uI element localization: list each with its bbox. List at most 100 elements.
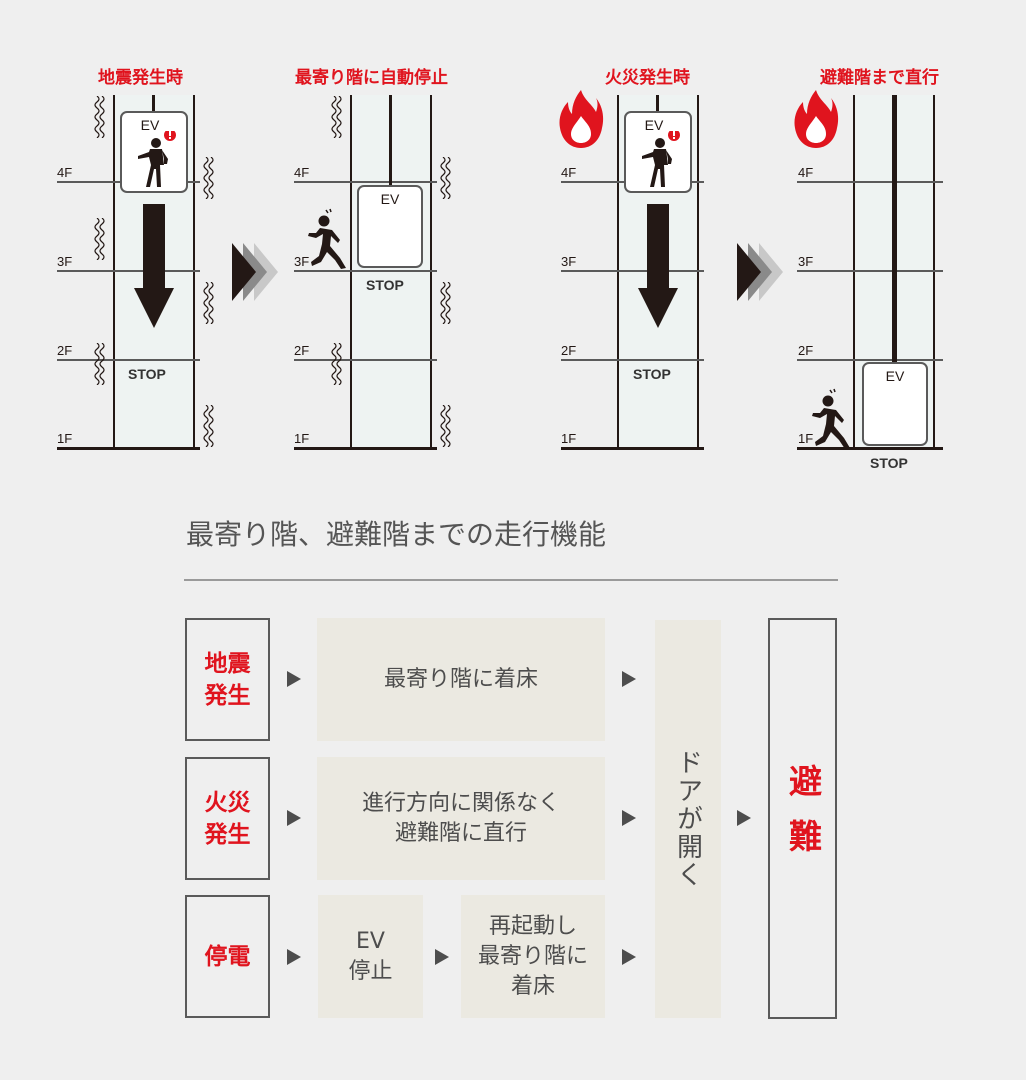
- running-person-icon: [308, 208, 346, 269]
- quake-wave-icon: [440, 282, 451, 324]
- floor-line-3f: [57, 270, 200, 272]
- floor-label-1f: 1F: [294, 431, 310, 446]
- standing-person-icon: [138, 131, 176, 187]
- elevator-car: EV: [120, 111, 188, 193]
- step-text: 進行方向に関係なく: [361, 790, 560, 816]
- cause-text: 火災: [204, 789, 251, 816]
- step-text: 着床: [510, 973, 555, 999]
- floor-line-1f: [294, 447, 437, 450]
- step-restart-land-nearest: 再起動し最寄り階に着床: [461, 895, 605, 1018]
- cause-text: 発生: [204, 821, 251, 848]
- car-label: EV: [380, 191, 400, 207]
- elevator-car: EV: [624, 111, 692, 193]
- panel-title: 地震発生時: [98, 68, 183, 88]
- step-direct-to-evac-floor: 進行方向に関係なく避難階に直行: [317, 757, 605, 880]
- floor-line-1f: [561, 447, 704, 450]
- flow-arrow-icon: [622, 671, 636, 687]
- floor-line-1f: [797, 447, 943, 450]
- car-label: EV: [644, 117, 664, 133]
- quake-wave-icon: [331, 96, 342, 138]
- quake-wave-icon: [440, 157, 451, 199]
- flow-arrow-icon: [737, 810, 751, 826]
- result-evacuate: 避難: [768, 618, 837, 1019]
- car-label: EV: [140, 117, 160, 133]
- floor-label-4f: 4F: [798, 165, 814, 180]
- stop-label: STOP: [128, 366, 166, 382]
- floor-line-2f: [57, 359, 200, 361]
- quake-wave-icon: [331, 343, 342, 385]
- flow-arrow-icon: [622, 949, 636, 965]
- cause-text: 発生: [204, 682, 251, 709]
- floor-label-2f: 2F: [798, 343, 814, 358]
- section-title: 最寄り階、避難階までの走行機能: [186, 518, 607, 551]
- floor-line-4f: [294, 181, 437, 183]
- flow-arrow-icon: [287, 949, 301, 965]
- quake-wave-icon: [203, 157, 214, 199]
- floor-label-1f: 1F: [561, 431, 577, 446]
- elevator-cable: [656, 95, 659, 112]
- cause-earthquake: 地震発生: [185, 618, 270, 741]
- cause-fire: 火災発生: [185, 757, 270, 880]
- step-text: 再起動し: [488, 913, 577, 939]
- running-person-icon: [812, 388, 850, 449]
- flow-arrow-icon: [435, 949, 449, 965]
- floor-line-2f: [561, 359, 704, 361]
- floor-line-3f: [294, 270, 437, 272]
- floor-label-3f: 3F: [798, 254, 814, 269]
- step-text: 最寄り階に着床: [383, 666, 538, 692]
- floor-line-2f: [797, 359, 943, 361]
- panel-title: 火災発生時: [605, 68, 690, 88]
- floor-label-4f: 4F: [294, 165, 310, 180]
- elevator-cable: [152, 95, 155, 112]
- standing-person-icon: [642, 131, 680, 187]
- section-divider: [184, 579, 838, 581]
- stop-label: STOP: [870, 455, 908, 471]
- step-text: 最寄り階に: [477, 943, 588, 969]
- elevator-car: EV: [357, 185, 423, 268]
- floor-label-3f: 3F: [561, 254, 577, 269]
- elevator-cable: [892, 95, 897, 363]
- stop-label: STOP: [633, 366, 671, 382]
- quake-wave-icon: [203, 282, 214, 324]
- flow-arrow-icon: [622, 810, 636, 826]
- step-door-opens: ドアが開く: [655, 620, 721, 1018]
- panel-title: 最寄り階に自動停止: [295, 68, 448, 88]
- floor-label-2f: 2F: [294, 343, 310, 358]
- step-land-nearest-floor: 最寄り階に着床: [317, 618, 605, 741]
- step-text: EV: [356, 928, 385, 954]
- floor-label-4f: 4F: [561, 165, 577, 180]
- next-step-chevron-icon: [737, 243, 783, 301]
- quake-wave-icon: [94, 96, 105, 138]
- step-ev-stop: EV 停止: [318, 895, 423, 1018]
- quake-wave-icon: [94, 343, 105, 385]
- fire-icon: [794, 90, 839, 148]
- floor-line-4f: [797, 181, 943, 183]
- stop-label: STOP: [366, 277, 404, 293]
- flow-arrow-icon: [287, 671, 301, 687]
- floor-label-2f: 2F: [561, 343, 577, 358]
- floor-label-3f: 3F: [57, 254, 73, 269]
- floor-label-1f: 1F: [57, 431, 73, 446]
- quake-wave-icon: [203, 405, 214, 447]
- cause-power-outage: 停電: [185, 895, 270, 1018]
- floor-line-2f: [294, 359, 437, 361]
- fire-icon: [559, 90, 604, 148]
- cause-text: 停電: [204, 943, 251, 970]
- step-text: 避難階に直行: [394, 820, 527, 846]
- elevator-car: EV: [862, 362, 928, 446]
- step-text: 停止: [348, 958, 393, 984]
- step-text: ドアが開く: [672, 749, 703, 889]
- panel-title: 避難階まで直行: [820, 68, 939, 88]
- car-label: EV: [885, 368, 905, 384]
- floor-line-3f: [797, 270, 943, 272]
- floor-label-3f: 3F: [294, 254, 310, 269]
- floor-label-4f: 4F: [57, 165, 73, 180]
- evacuate-text: 避難: [783, 763, 823, 874]
- next-step-chevron-icon: [232, 243, 278, 301]
- elevator-cable: [389, 95, 392, 187]
- down-arrow-icon: [638, 204, 678, 328]
- floor-line-3f: [561, 270, 704, 272]
- quake-wave-icon: [94, 218, 105, 260]
- cause-text: 地震: [204, 650, 251, 677]
- down-arrow-icon: [134, 204, 174, 328]
